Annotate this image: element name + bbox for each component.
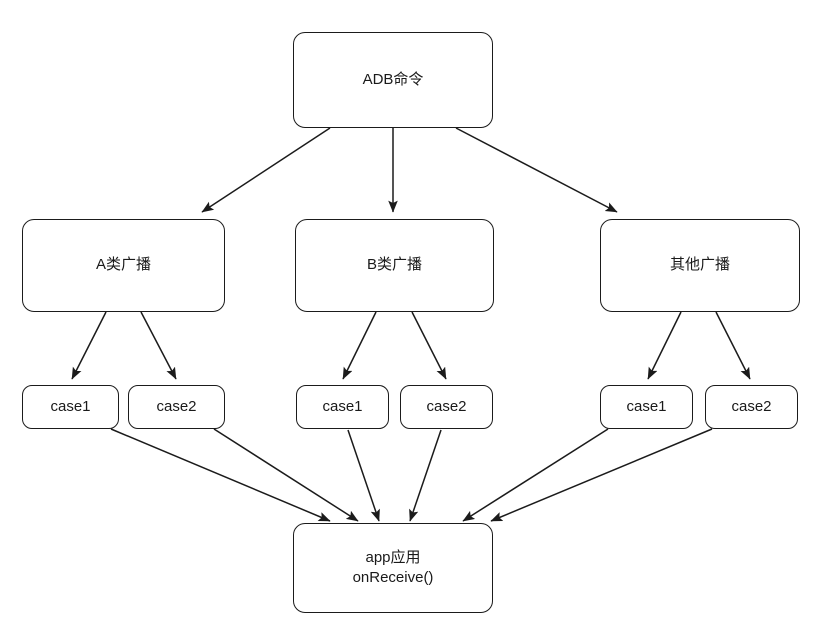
node-app-onreceive-line1: app应用 (365, 548, 421, 566)
node-a-broadcast[interactable]: A类广播 (22, 219, 225, 312)
edge-a-case2-to-app (213, 428, 359, 522)
node-other-case2-label: case2 (731, 397, 772, 415)
edge-other-case2-to-app (490, 428, 713, 522)
node-a-case2[interactable]: case2 (128, 385, 225, 429)
node-other-case1[interactable]: case1 (600, 385, 693, 429)
edge-b-case2-to-app (409, 429, 442, 522)
edge-a-to-case2 (140, 311, 177, 380)
node-other-broadcast-label: 其他广播 (669, 256, 730, 274)
node-adb-command[interactable]: ADB命令 (293, 32, 493, 128)
node-other-case1-label: case1 (626, 397, 667, 415)
node-b-case2[interactable]: case2 (400, 385, 493, 429)
node-b-broadcast-label: B类广播 (366, 256, 422, 274)
node-app-onreceive[interactable]: app应用 onReceive() (293, 523, 493, 613)
edge-b-to-case1 (342, 311, 377, 380)
edge-adb-to-other (455, 127, 618, 213)
edge-b-to-case2 (411, 311, 447, 380)
node-b-broadcast[interactable]: B类广播 (295, 219, 494, 312)
node-a-broadcast-label: A类广播 (95, 256, 151, 274)
node-adb-command-label: ADB命令 (362, 70, 424, 88)
node-b-case2-label: case2 (426, 397, 467, 415)
edge-adb-to-a (201, 127, 331, 213)
node-a-case1[interactable]: case1 (22, 385, 119, 429)
node-app-onreceive-line2: onReceive() (352, 569, 434, 586)
node-other-case2[interactable]: case2 (705, 385, 798, 429)
node-a-case1-label: case1 (50, 397, 91, 415)
edge-a-case1-to-app (110, 428, 331, 522)
edge-other-to-case2 (715, 311, 751, 380)
node-a-case2-label: case2 (156, 397, 197, 415)
node-b-case1[interactable]: case1 (296, 385, 389, 429)
edge-other-to-case1 (647, 311, 682, 380)
edge-b-case1-to-app (347, 429, 380, 522)
node-b-case1-label: case1 (322, 397, 363, 415)
edge-a-to-case1 (71, 311, 107, 380)
node-other-broadcast[interactable]: 其他广播 (600, 219, 800, 312)
edge-other-case1-to-app (462, 428, 609, 522)
